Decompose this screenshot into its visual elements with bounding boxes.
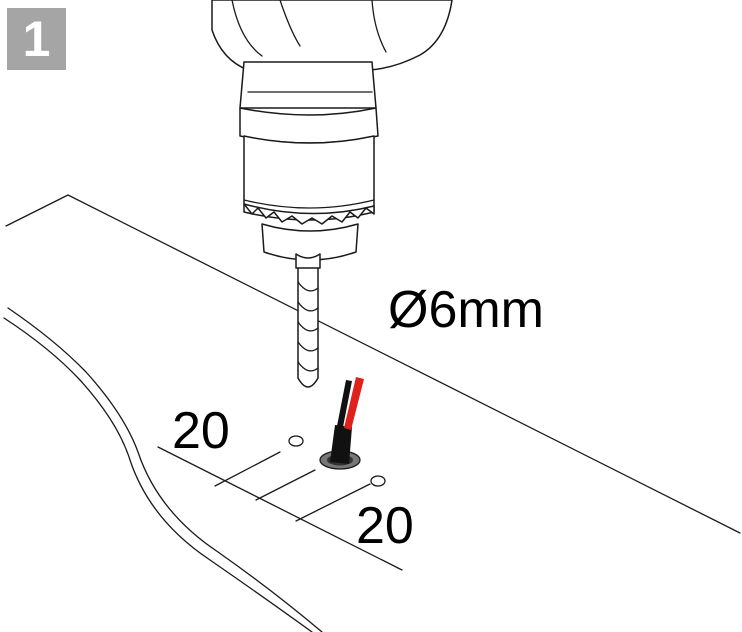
wire-red [344, 377, 364, 430]
pilot-hole-left [288, 435, 304, 447]
drill-chuck-jaw [295, 253, 321, 269]
pilot-hole-right [370, 475, 386, 487]
drill-collar [239, 61, 377, 109]
drill-bit-shank [297, 261, 319, 388]
step-number: 1 [22, 11, 51, 67]
drill-chuck-teeth [243, 203, 375, 225]
dimension-baseline [157, 446, 403, 571]
drill-bit-icon [297, 261, 319, 388]
power-drill-icon [211, 0, 453, 269]
wire-black [337, 380, 352, 427]
dimension-tick-left-inner [255, 469, 316, 501]
drill-housing [211, 0, 453, 71]
drill-chuck-nose [261, 223, 359, 261]
board-front-edge-outer [3, 317, 313, 632]
dimension-tick-right [295, 483, 371, 522]
cable-icon [319, 377, 364, 470]
board-top-edge [5, 194, 741, 534]
drill-bit-flutes [297, 281, 319, 372]
drill-chuck-groove [243, 199, 375, 209]
dimension-tick-left-outer [214, 451, 281, 487]
board-surface [3, 194, 741, 632]
drill-diameter-label: Ø6mm [388, 281, 544, 339]
dimension-lines [157, 446, 403, 571]
cable-sheath [330, 425, 352, 464]
drill-housing-contours [231, 0, 387, 57]
offset-left-label: 20 [172, 402, 230, 460]
step-number-badge: 1 [7, 8, 66, 70]
board-front-edge-inner [7, 307, 323, 632]
drill-chuck-ring-upper [239, 107, 379, 144]
offset-right-label: 20 [356, 497, 414, 555]
pilot-holes [288, 435, 386, 487]
